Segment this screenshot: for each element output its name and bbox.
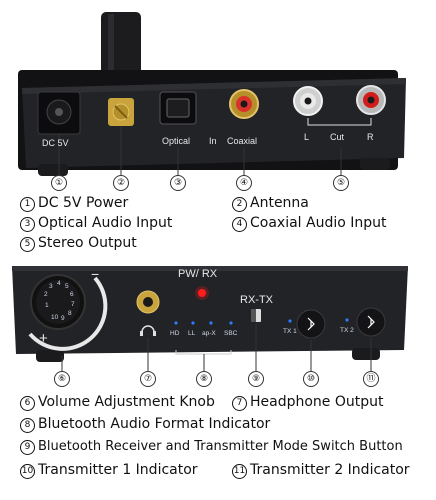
format-label-apx: ap-X xyxy=(202,330,216,337)
minus-label: − xyxy=(91,266,100,282)
knob-number: 10 xyxy=(51,314,59,321)
callout-8: ⑧ xyxy=(196,371,212,387)
knob-number: 1 xyxy=(45,302,49,309)
r-label: R xyxy=(367,132,374,142)
front-panel-graphic xyxy=(12,266,408,371)
knob-number: 8 xyxy=(68,310,72,317)
rear-panel-device: DC 5V Optical In Coaxial L Cut R xyxy=(0,0,436,190)
callout-2: ② xyxy=(113,175,129,191)
callout-6: ⑥ xyxy=(54,371,70,387)
format-label-ll: LL xyxy=(188,330,196,337)
knob-number: 4 xyxy=(57,280,61,287)
callout-5: ⑤ xyxy=(333,175,349,191)
callout-4: ④ xyxy=(236,175,252,191)
knob-number: 6 xyxy=(70,291,74,298)
knob-number: 9 xyxy=(61,315,65,322)
callout-7: ⑦ xyxy=(140,371,156,387)
coaxial-label: Coaxial xyxy=(227,136,258,146)
callout-9: ⑨ xyxy=(248,371,264,387)
rear-panel-graphic xyxy=(18,12,406,176)
rca-right-port[interactable] xyxy=(367,96,375,104)
dc-jack[interactable] xyxy=(55,108,63,116)
plus-label: + xyxy=(39,330,48,347)
rca-left-port[interactable] xyxy=(304,97,312,105)
coaxial-port[interactable] xyxy=(240,100,248,108)
knob-number: 2 xyxy=(44,291,48,298)
foot-right xyxy=(360,158,390,170)
power-led xyxy=(198,289,206,297)
optical-label: Optical xyxy=(162,136,191,146)
callout-10: ⑩ xyxy=(303,371,319,387)
rxtx-label: RX-TX xyxy=(240,294,273,306)
pwrx-label: PW/ RX xyxy=(178,268,218,280)
dc-label: DC 5V xyxy=(42,138,69,148)
in-label: In xyxy=(209,136,217,146)
knob-number: 7 xyxy=(71,301,75,308)
front-panel-device: − + PW/ RX RX-TX 1 2 3 4 5 6 7 8 9 10 HD… xyxy=(0,258,436,388)
optical-port[interactable] xyxy=(166,98,190,118)
format-label-hd: HD xyxy=(170,330,180,337)
knob-number: 5 xyxy=(65,283,69,290)
cut-label: Cut xyxy=(330,132,345,142)
callout-1: ① xyxy=(51,175,67,191)
foot-left xyxy=(38,164,68,176)
format-label-sbc: SBC xyxy=(224,330,238,337)
l-label: L xyxy=(304,132,310,142)
callout-3: ③ xyxy=(170,175,186,191)
callout-11: ⑪ xyxy=(363,371,379,387)
knob-number: 3 xyxy=(49,283,53,290)
tx1-label: TX 1 xyxy=(283,328,297,335)
tx2-label: TX 2 xyxy=(340,327,354,334)
